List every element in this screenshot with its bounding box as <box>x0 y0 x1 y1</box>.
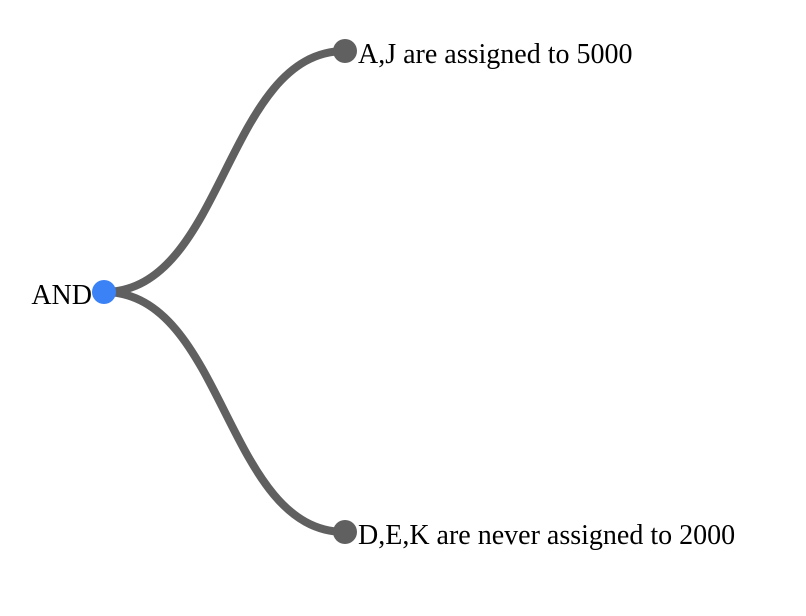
root-node[interactable]: AND <box>31 280 116 311</box>
child-node-bottom-circle[interactable] <box>333 520 357 544</box>
child-node-top-circle[interactable] <box>333 39 357 63</box>
child-node-bottom[interactable]: D,E,K are never assigned to 2000 <box>333 520 735 551</box>
link-root-to-top-child <box>100 47 349 296</box>
link-root-to-bottom-child <box>100 288 349 536</box>
child-node-top-label: A,J are assigned to 5000 <box>358 39 633 70</box>
child-node-bottom-label: D,E,K are never assigned to 2000 <box>358 520 735 551</box>
child-node-top[interactable]: A,J are assigned to 5000 <box>333 39 633 70</box>
root-node-label: AND <box>31 280 92 311</box>
root-node-circle[interactable] <box>92 280 116 304</box>
